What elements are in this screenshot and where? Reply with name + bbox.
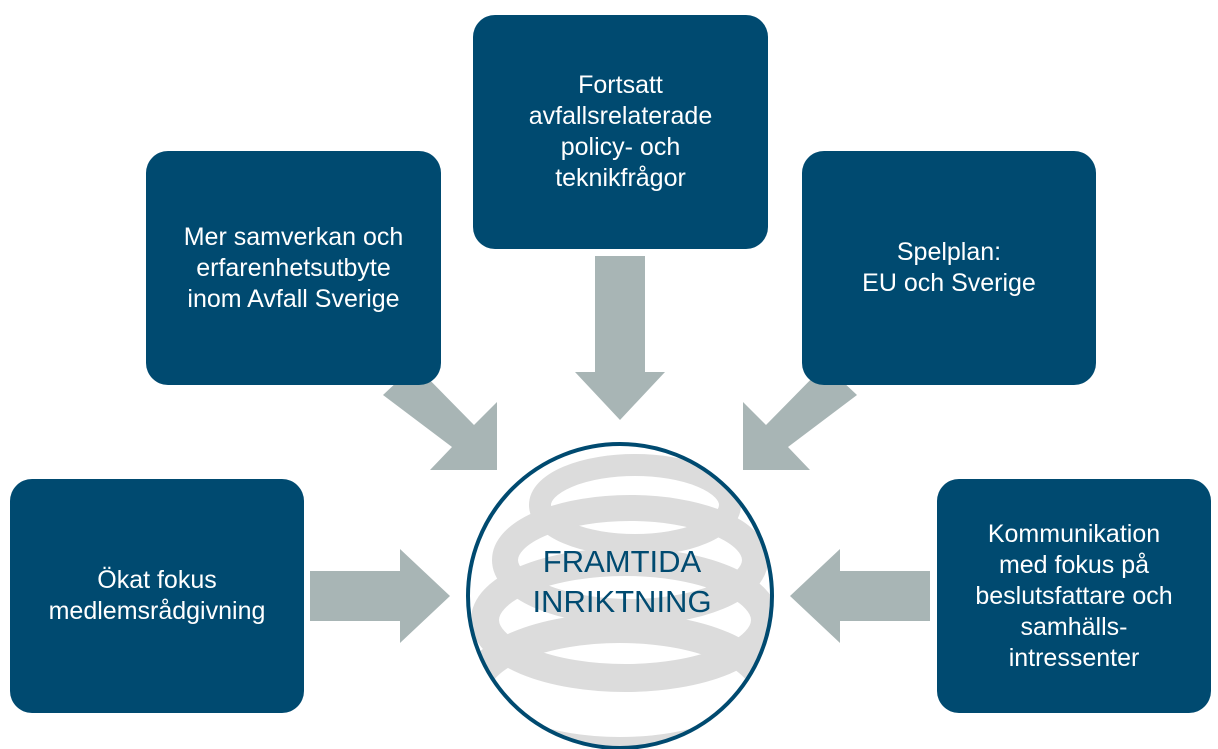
box-kommunikation-text: Kommunikation med fokus på beslutsfattar… — [975, 519, 1173, 672]
arrow-upper-left — [383, 365, 497, 470]
box-spelplan: Spelplan: EU och Sverige — [802, 151, 1096, 385]
box-policy-text: Fortsatt avfallsrelaterade policy- och t… — [528, 71, 713, 192]
box-medlem-text: Ökat fokus medlemsrådgivning — [48, 566, 266, 625]
box-kommunikation: Kommunikation med fokus på beslutsfattar… — [937, 479, 1211, 713]
box-samverkan-text: Mer samverkan och erfarenhetsutbyte inom… — [183, 222, 404, 313]
arrow-left — [790, 549, 930, 643]
box-spelplan-text: Spelplan: EU och Sverige — [862, 238, 1036, 297]
box-medlem: Ökat fokus medlemsrådgivning — [10, 479, 304, 713]
arrow-upper-right — [743, 365, 857, 470]
center-label: FRAMTIDA INRIKTNING — [532, 544, 712, 619]
box-policy: Fortsatt avfallsrelaterade policy- och t… — [473, 15, 768, 249]
arrow-down — [575, 256, 665, 420]
arrow-right — [310, 549, 450, 643]
box-samverkan: Mer samverkan och erfarenhetsutbyte inom… — [146, 151, 441, 385]
